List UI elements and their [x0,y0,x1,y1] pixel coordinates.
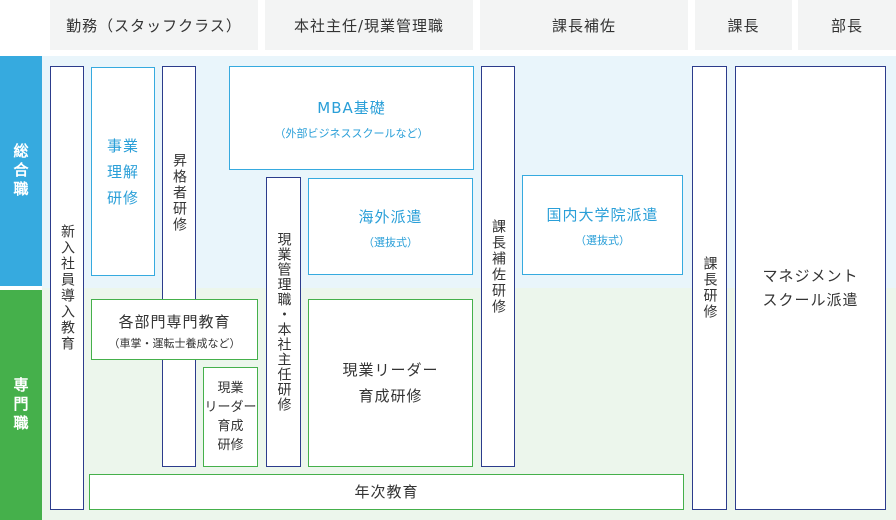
program-annual-label: 年次教育 [354,483,419,501]
program-chief-training-label: 現業管理職・本社主任研修 [275,232,292,412]
header-chief: 本社主任/現業管理職 [265,0,473,50]
program-business-understanding: 事業 理解 研修 [91,67,155,276]
header-general-staff: 勤務（スタッフクラス） [50,0,258,50]
program-graduate-school: 国内大学院派遣 （選抜式） [522,175,683,275]
program-department-specialty-note: （車掌・運転士養成など） [108,336,241,350]
track-label-general: 総合職 [0,56,42,286]
program-field-leader-small-label: 現業 リーダー 育成 研修 [204,381,257,453]
track-label-specialist: 専門職 [0,290,42,520]
program-annual: 年次教育 [89,474,684,510]
program-management-school-label: マネジメント スクール派遣 [762,267,859,309]
program-mba-basics: MBA基礎 （外部ビジネススクールなど） [229,66,474,170]
program-assistant-manager-training: 課長補佐研修 [481,66,515,467]
program-overseas-dispatch: 海外派遣 （選抜式） [308,178,473,275]
program-graduate-school-note: （選抜式） [575,234,630,247]
program-mba-basics-note: （外部ビジネススクールなど） [274,127,429,140]
program-promotion-qualification: 昇格者研修 [162,66,196,467]
program-department-specialty: 各部門専門教育 （車掌・運転士養成など） [91,299,258,360]
program-overseas-dispatch-title: 海外派遣 [358,207,423,226]
header-assistant-manager: 課長補佐 [480,0,688,50]
program-assistant-manager-training-label: 課長補佐研修 [490,218,506,315]
program-department-specialty-title: 各部門専門教育 [118,312,231,331]
program-new-employee: 新入社員導入教育 [50,66,84,510]
program-field-leader-label: 現業リーダー 育成研修 [342,361,439,405]
program-overseas-dispatch-note: （選抜式） [363,235,418,249]
program-section-manager-training-label: 課長研修 [701,256,718,320]
program-field-leader: 現業リーダー 育成研修 [308,299,473,467]
program-mba-basics-title: MBA基礎 [317,99,386,117]
header-department-manager: 部長 [798,0,896,50]
program-management-school: マネジメント スクール派遣 [735,66,886,510]
program-business-understanding-label: 事業 理解 研修 [106,136,139,207]
header-section-manager: 課長 [695,0,792,50]
program-new-employee-label: 新入社員導入教育 [59,224,75,352]
program-promotion-qualification-label: 昇格者研修 [171,153,187,233]
program-section-manager-training: 課長研修 [692,66,727,510]
program-chief-training: 現業管理職・本社主任研修 [266,177,301,467]
program-graduate-school-title: 国内大学院派遣 [546,206,659,224]
program-field-leader-small: 現業 リーダー 育成 研修 [203,367,258,467]
